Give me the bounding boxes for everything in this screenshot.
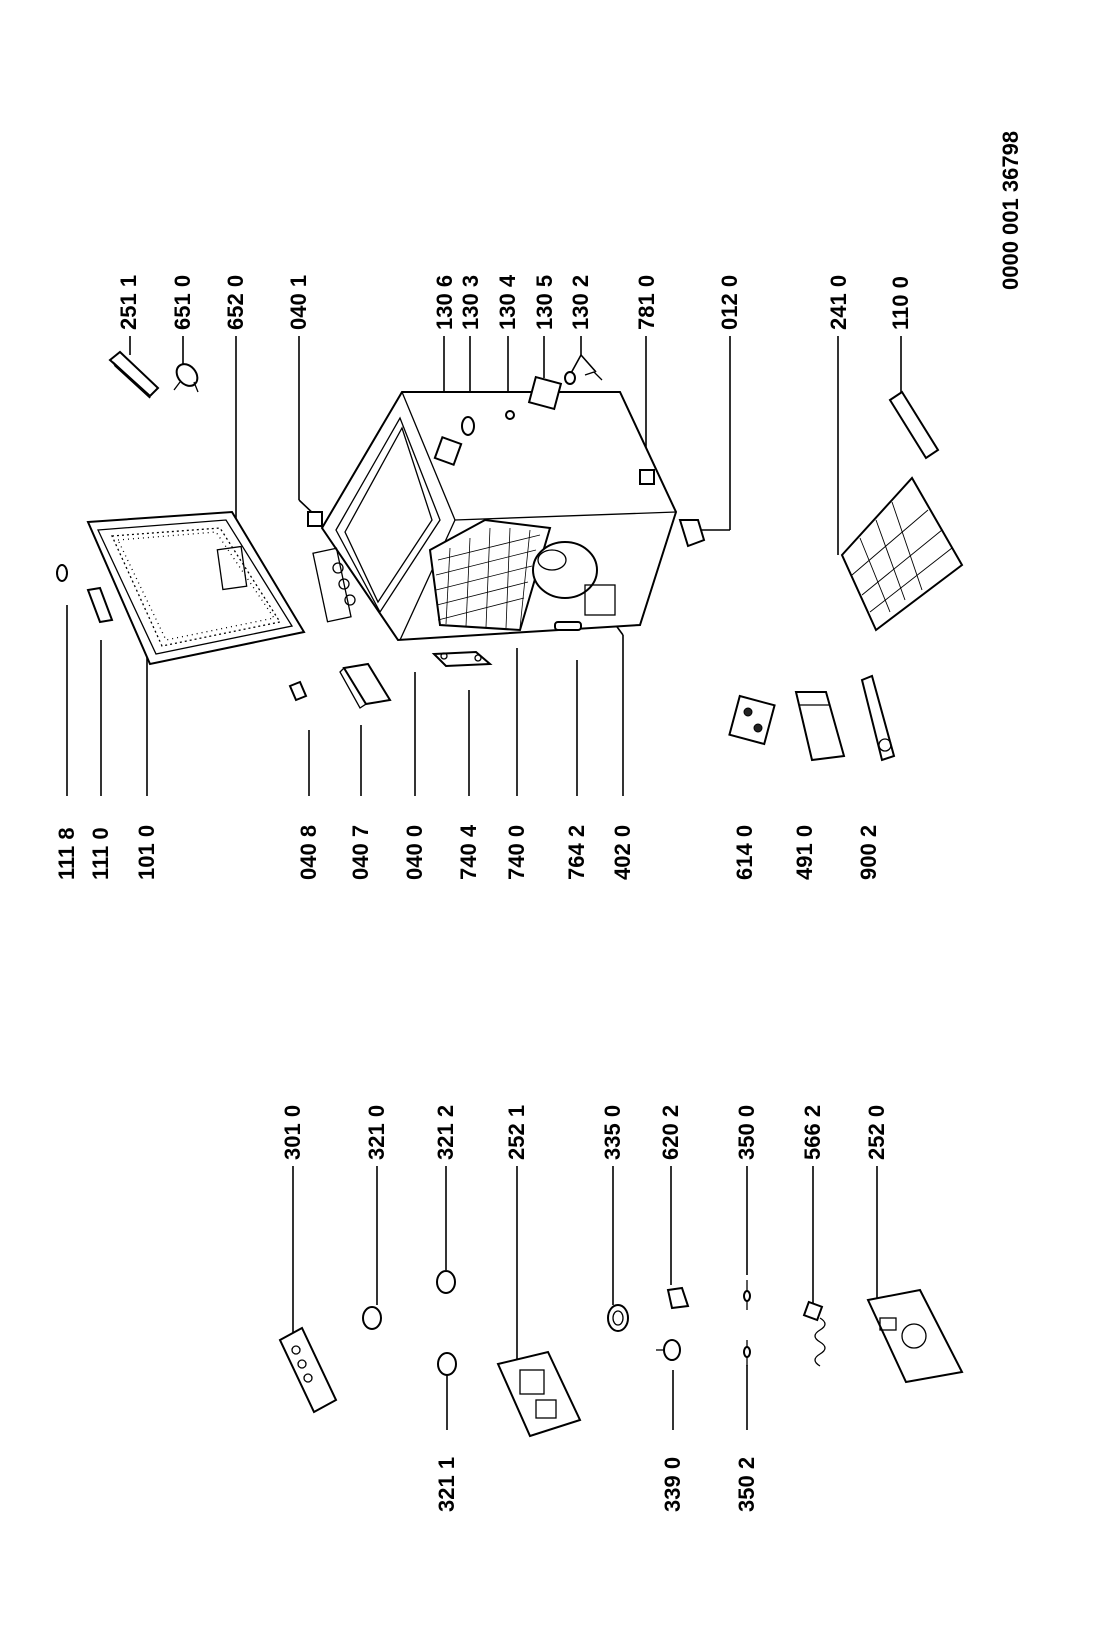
part-012-0 (678, 519, 706, 548)
label-566-2: 566 2 (800, 1105, 825, 1160)
label-651-0: 651 0 (170, 275, 195, 330)
part-130-3 (461, 416, 475, 436)
label-252-1: 252 1 (504, 1105, 529, 1160)
part-plug-620-2 (666, 1286, 690, 1310)
leader-lines-middle (66, 605, 624, 796)
label-339-0: 339 0 (660, 1457, 685, 1512)
label-321-2: 321 2 (433, 1105, 458, 1160)
part-board-900-2 (860, 674, 896, 762)
label-130-6: 130 6 (432, 275, 457, 330)
part-hinge-040-1 (307, 511, 323, 527)
label-130-2: 130 2 (568, 275, 593, 330)
label-614-0: 614 0 (732, 825, 757, 880)
part-panel-301-0 (278, 1326, 338, 1414)
part-pin-350-0 (743, 1280, 751, 1310)
part-gasket-111-0 (86, 586, 114, 624)
label-241-0: 241 0 (826, 275, 851, 330)
label-321-1: 321 1 (434, 1457, 459, 1512)
label-130-5: 130 5 (532, 275, 557, 330)
part-handle-110-0 (888, 390, 940, 460)
label-group-middle: 111 8 111 0 101 0 040 8 040 7 040 0 740 … (54, 824, 881, 880)
label-110-0: 110 0 (888, 276, 913, 330)
part-basket-241-0 (840, 476, 964, 632)
label-040-0: 040 0 (402, 825, 427, 880)
label-111-8: 111 8 (54, 827, 79, 880)
label-040-7: 040 7 (348, 825, 373, 880)
label-252-0: 252 0 (864, 1105, 889, 1160)
label-764-2: 764 2 (564, 825, 589, 880)
part-pin-350-2 (743, 1340, 751, 1366)
part-knob-321-0 (362, 1306, 382, 1330)
leader-lines-bottom (292, 1166, 878, 1430)
label-130-3: 130 3 (458, 275, 483, 330)
label-111-0: 111 0 (88, 827, 113, 880)
part-130-5 (527, 375, 563, 411)
part-lamp-651-0 (173, 363, 199, 393)
part-module-491-0 (794, 691, 846, 762)
part-spring-566-2 (802, 1300, 826, 1367)
part-clip-040-8 (288, 680, 308, 702)
label-491-0: 491 0 (792, 825, 817, 880)
part-relay-614-0 (728, 694, 776, 746)
label-740-4: 740 4 (456, 824, 481, 880)
part-thermostat-housing-252-1 (496, 1350, 582, 1438)
label-040-1: 040 1 (286, 275, 311, 330)
document-id: 0000 001 36798 (998, 131, 1023, 290)
part-bracket-740-4 (431, 650, 493, 668)
label-301-0: 301 0 (280, 1105, 305, 1160)
label-321-0: 321 0 (364, 1105, 389, 1160)
part-knob-321-1 (437, 1352, 457, 1376)
label-350-2: 350 2 (734, 1457, 759, 1512)
part-filter-764-2 (554, 621, 582, 631)
label-group-bottom-right: 301 0 321 0 321 2 252 1 335 0 620 2 350 … (280, 1105, 889, 1160)
label-251-1: 251 1 (116, 275, 141, 330)
part-grille-251-1 (108, 350, 160, 399)
label-130-4: 130 4 (495, 274, 520, 330)
label-040-8: 040 8 (296, 825, 321, 880)
label-group-bottom-left: 321 1 339 0 350 2 (434, 1457, 759, 1512)
label-012-0: 012 0 (717, 275, 742, 330)
part-thermostat-252-0 (866, 1288, 964, 1384)
part-hinge-cover-040-7 (339, 662, 392, 709)
label-652-0: 652 0 (223, 275, 248, 330)
label-402-0: 402 0 (610, 825, 635, 880)
part-cap-111-8 (56, 564, 68, 582)
label-335-0: 335 0 (600, 1105, 625, 1160)
part-130-4 (505, 410, 515, 420)
label-781-0: 781 0 (634, 275, 659, 330)
label-350-0: 350 0 (734, 1105, 759, 1160)
part-shaft-339-0 (656, 1339, 681, 1361)
label-101-0: 101 0 (134, 825, 159, 880)
part-781-0 (639, 469, 655, 485)
part-130-2 (564, 371, 603, 385)
label-group-top-right: 251 1 651 0 652 0 040 1 130 6 130 3 130 … (116, 274, 913, 330)
part-compressor-402-0 (532, 541, 616, 616)
part-lid-101-0 (86, 510, 306, 666)
label-620-2: 620 2 (658, 1105, 683, 1160)
part-knob-321-2 (436, 1270, 456, 1294)
label-900-2: 900 2 (856, 825, 881, 880)
part-ring-335-0 (607, 1304, 629, 1332)
part-130-6 (433, 435, 463, 467)
label-740-0: 740 0 (504, 825, 529, 880)
